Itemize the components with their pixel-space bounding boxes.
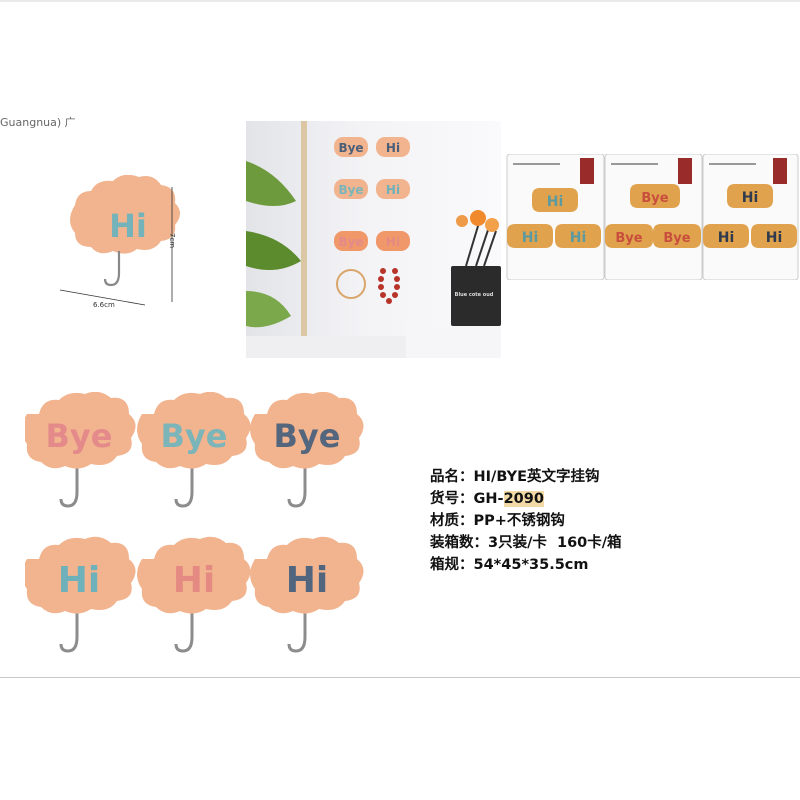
dimension-product-label: Hi bbox=[109, 207, 147, 245]
svg-text:Hi: Hi bbox=[718, 230, 735, 246]
lifestyle-hook-2: Hi bbox=[376, 137, 410, 157]
product-hook-label: Hi bbox=[58, 560, 100, 601]
package-card-1: Hi Hi Hi bbox=[506, 153, 605, 281]
diffuser-label: Blue cote oud bbox=[455, 292, 494, 298]
lifestyle-hook-6: Hi bbox=[376, 231, 410, 251]
product-hook-3: Bye bbox=[250, 391, 364, 508]
svg-text:Bye: Bye bbox=[338, 141, 363, 155]
spec-carton-row: 箱规：54*45*35.5cm bbox=[430, 557, 589, 573]
product-hook-4: Hi bbox=[22, 536, 136, 653]
svg-text:Bye: Bye bbox=[641, 191, 668, 206]
svg-text:Bye: Bye bbox=[338, 235, 363, 249]
lifestyle-photo: Blue cote oud Bye Hi Bye Hi Bye Hi bbox=[246, 121, 501, 358]
spec-name-row: 品名：HI/BYE英文字挂钩 bbox=[430, 469, 600, 485]
top-divider bbox=[0, 0, 800, 2]
lifestyle-hook-1: Bye bbox=[334, 137, 368, 157]
header-cutoff-text: Guangnua) 广 bbox=[0, 116, 76, 129]
svg-text:Hi: Hi bbox=[766, 230, 783, 246]
lifestyle-hook-5: Bye bbox=[334, 231, 368, 251]
spec-material-row: 材质：PP+不锈钢钩 bbox=[430, 513, 565, 529]
svg-text:Hi: Hi bbox=[570, 230, 587, 246]
width-label: 6.6cm bbox=[93, 301, 115, 309]
width-line bbox=[59, 289, 146, 306]
product-hook-5: Hi bbox=[137, 536, 251, 653]
product-hook-label: Bye bbox=[161, 417, 228, 455]
svg-text:Hi: Hi bbox=[547, 194, 564, 210]
svg-text:Hi: Hi bbox=[522, 230, 539, 246]
svg-text:Hi: Hi bbox=[742, 190, 759, 206]
svg-text:Bye: Bye bbox=[338, 183, 363, 197]
svg-text:Hi: Hi bbox=[386, 141, 400, 155]
product-hook-6: Hi bbox=[250, 536, 364, 653]
bottom-divider bbox=[0, 677, 800, 678]
svg-text:Bye: Bye bbox=[615, 231, 642, 246]
dimension-diagram: Hi 7cm 6.6cm bbox=[55, 174, 195, 355]
product-hook-label: Hi bbox=[173, 560, 215, 601]
svg-text:Bye: Bye bbox=[663, 231, 690, 246]
lifestyle-hook-4: Hi bbox=[376, 179, 410, 199]
packaging-cards: Hi Hi Hi Bye Bye Bye Hi Hi Hi bbox=[505, 153, 800, 281]
svg-text:Hi: Hi bbox=[386, 183, 400, 197]
product-hook-label: Bye bbox=[274, 417, 341, 455]
product-hook-label: Bye bbox=[46, 417, 113, 455]
product-hook-1: Bye bbox=[22, 391, 136, 508]
spec-sku-row: 货号：GH-2090 bbox=[430, 491, 544, 507]
product-hook-2: Bye bbox=[137, 391, 251, 508]
product-hook-label: Hi bbox=[286, 560, 328, 601]
package-card-3: Hi Hi Hi bbox=[702, 153, 799, 281]
package-card-2: Bye Bye Bye bbox=[604, 153, 703, 281]
spec-packing-row: 装箱数：3只装/卡 160卡/箱 bbox=[430, 535, 622, 551]
lifestyle-hook-3: Bye bbox=[334, 179, 368, 199]
dimension-product-image: Hi bbox=[59, 174, 180, 306]
product-specs: 品名：HI/BYE英文字挂钩 货号：GH-2090 材质：PP+不锈钢钩 装箱数… bbox=[430, 466, 622, 576]
height-label: 7cm bbox=[168, 233, 176, 249]
svg-text:Hi: Hi bbox=[386, 235, 400, 249]
